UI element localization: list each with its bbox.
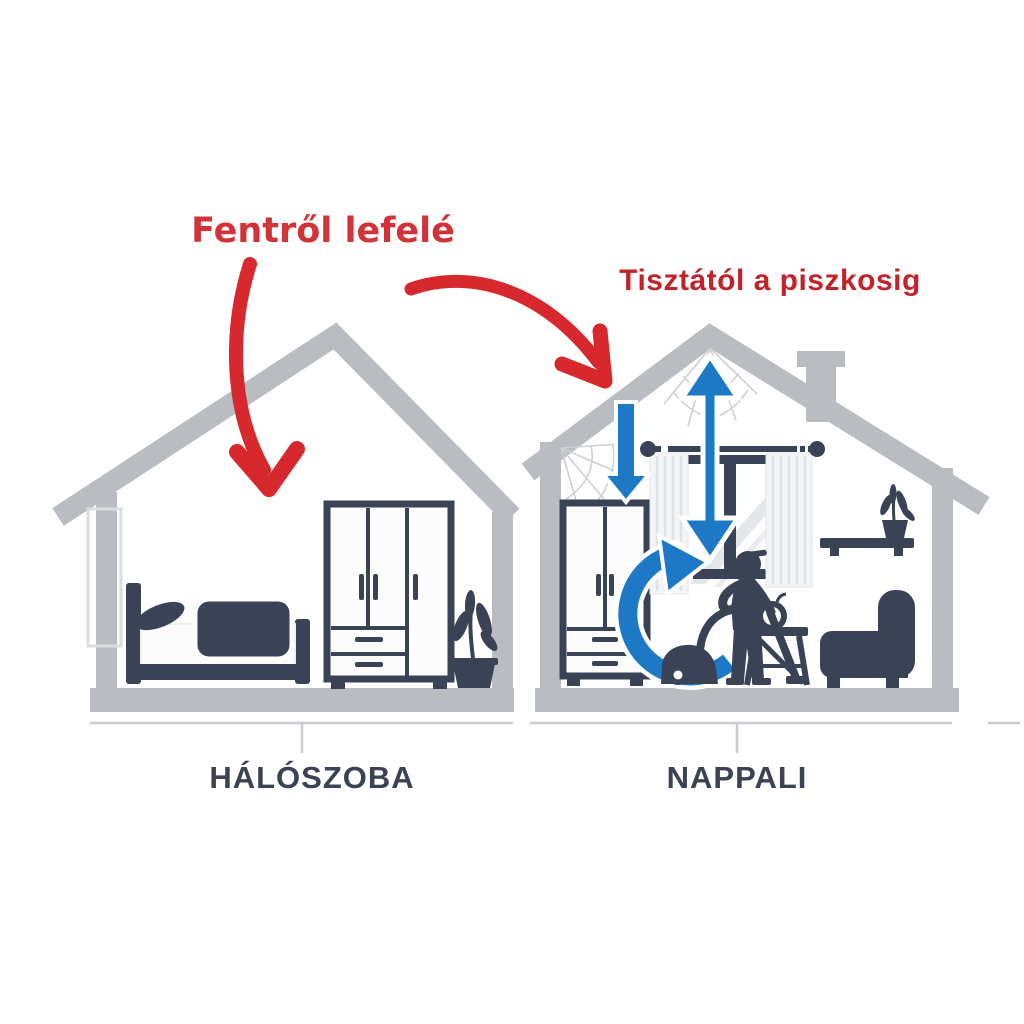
wardrobe-door-handle — [373, 574, 378, 600]
window-sill — [693, 569, 775, 579]
chimney-cap — [797, 351, 845, 367]
room-label-bedroom: HÁLÓSZOBA — [209, 760, 415, 795]
wardrobe-drawer-handle — [355, 662, 383, 667]
red-arrow-into-bedroom — [229, 257, 305, 497]
bedroom-roof — [52, 322, 520, 526]
annotation-top-down-label: Fentről lefelé — [191, 211, 455, 251]
wardrobe-door-handle — [413, 574, 418, 600]
rod-finial — [809, 441, 825, 457]
wardrobe-door-handle — [359, 574, 364, 600]
rod-finial — [640, 441, 656, 457]
vacuum-wand — [766, 610, 800, 680]
wardrobe-door-handle — [596, 574, 601, 596]
wardrobe-body — [323, 500, 455, 683]
curtain-rod — [640, 441, 825, 457]
bedroom-right-wall — [492, 512, 513, 690]
living-room-left-wall — [540, 442, 561, 688]
shelf-plant — [880, 484, 915, 538]
short-down-arrow — [598, 400, 654, 506]
bed-base — [126, 664, 310, 680]
bedroom-left-wall — [96, 492, 117, 690]
living-room-right-wall — [932, 468, 953, 688]
wardrobe-drawer-handle — [355, 637, 383, 642]
living-room-roof — [521, 323, 990, 515]
baseline-bedroom — [90, 721, 513, 753]
wardrobe-drawer-handle — [592, 637, 618, 642]
bed — [126, 583, 310, 684]
bedroom-floor — [90, 688, 514, 712]
annotation-clean-to-dirty-label: Tisztától a piszkosig — [619, 264, 921, 297]
vacuum-cleaner — [661, 606, 807, 685]
pillow — [135, 601, 185, 631]
vacuum-hose — [696, 606, 735, 654]
curtain-panel-right — [765, 452, 813, 588]
living-room-house — [521, 323, 990, 712]
bedroom-potted-plant — [450, 590, 498, 688]
blanket — [192, 596, 295, 662]
person-head — [735, 551, 761, 577]
armchair — [820, 590, 915, 688]
baseline-living-room — [530, 721, 1020, 753]
wardrobe-door-handle — [609, 574, 614, 596]
wall-shelf — [820, 538, 914, 556]
living-room-floor — [535, 688, 959, 712]
person-legs — [731, 628, 764, 680]
person-right-arm — [748, 579, 776, 617]
wardrobe-drawer-handle — [592, 661, 618, 666]
curtains — [640, 441, 825, 595]
bedroom-house — [52, 322, 520, 712]
red-arrow-into-living-room — [404, 274, 613, 389]
bed-headboard — [126, 583, 141, 684]
bedroom-wardrobe — [323, 500, 455, 689]
room-label-living-room: NAPPALI — [666, 760, 808, 795]
bedroom-wall-window — [86, 507, 123, 648]
ceiling-up-down-arrow — [677, 351, 743, 565]
cap-brim — [744, 549, 767, 559]
vacuum-nozzle — [786, 676, 807, 684]
